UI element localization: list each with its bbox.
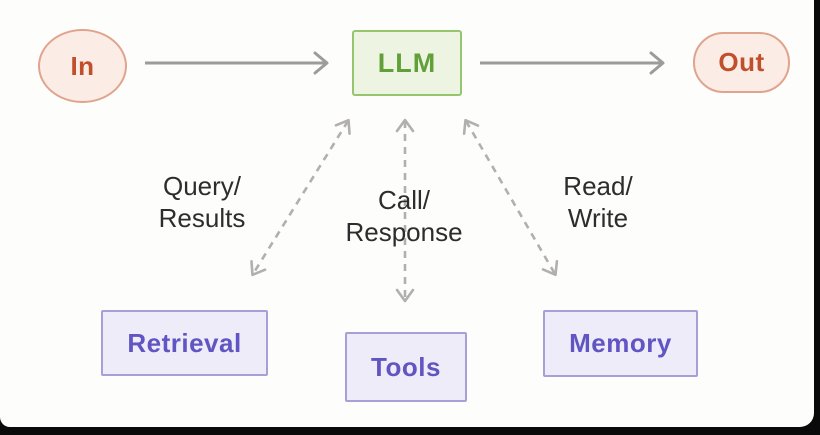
edge-label-call-response: Call/ Response [314,184,494,248]
node-retrieval-label: Retrieval [127,327,242,358]
edge-label-line: Results [158,203,246,233]
node-tools-label: Tools [371,351,441,382]
diagram-canvas: In LLM Out Retrieval Tools Memory Query/… [0,0,814,427]
node-in-label: In [70,50,95,81]
edge-label-line: Read/ [563,171,633,201]
edge-label-query-results: Query/ Results [112,170,292,234]
node-in: In [38,29,127,103]
node-retrieval: Retrieval [101,310,268,376]
edge-label-line: Response [345,217,463,247]
edge-label-line: Write [567,203,629,233]
node-memory-label: Memory [569,328,672,358]
node-out-label: Out [718,47,765,77]
node-tools: Tools [345,332,467,402]
node-memory: Memory [543,310,698,377]
node-out: Out [693,32,790,93]
edge-label-line: Query/ [162,171,242,201]
edge-label-line: Call/ [377,185,430,215]
node-llm-label: LLM [377,47,437,78]
node-llm: LLM [352,30,462,96]
edge-label-read-write: Read/ Write [508,170,688,234]
